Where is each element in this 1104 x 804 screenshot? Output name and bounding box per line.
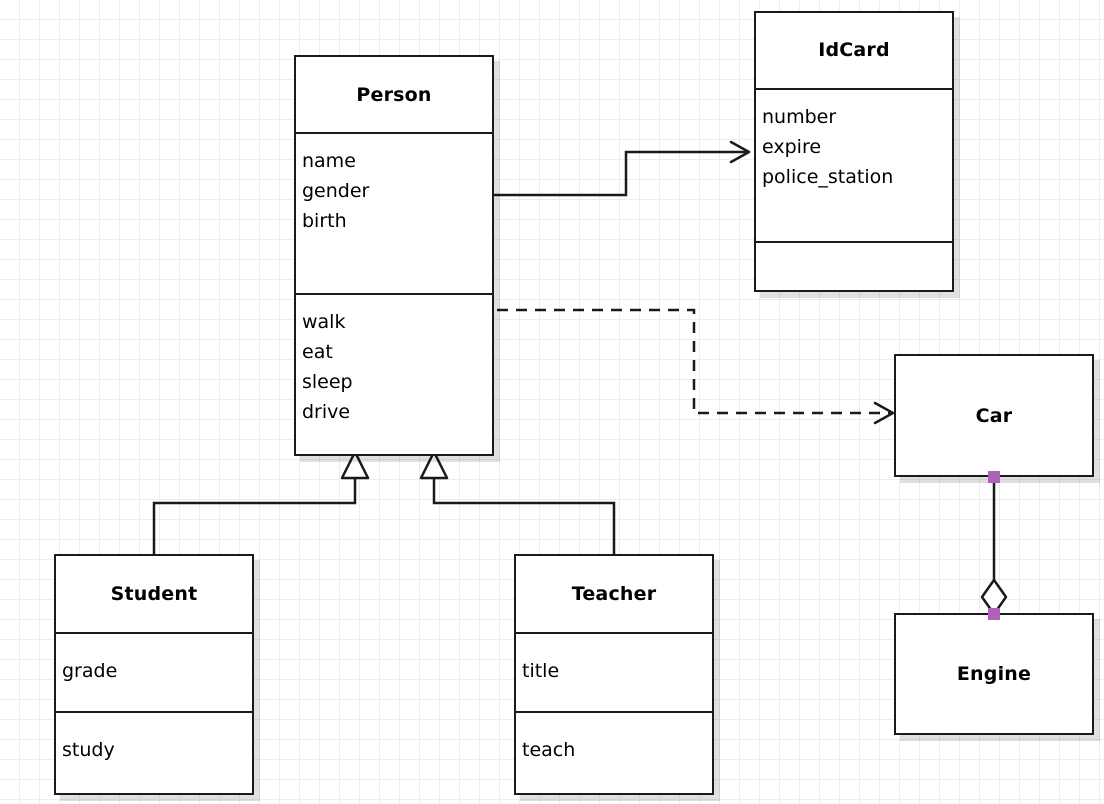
edge-student-person[interactable] bbox=[152, 450, 370, 554]
operations-idcard bbox=[756, 240, 952, 290]
operations-person: walk eat sleep drive bbox=[296, 292, 492, 454]
attribute-item: birth bbox=[302, 210, 347, 233]
attribute-item: number bbox=[762, 105, 837, 128]
operations-teacher: teach bbox=[516, 711, 712, 793]
attributes-teacher: title bbox=[516, 632, 712, 711]
operation-item: eat bbox=[302, 340, 333, 363]
class-box-teacher[interactable]: Teacher title teach bbox=[514, 554, 714, 795]
class-name-idcard: IdCard bbox=[818, 39, 890, 62]
operation-item: sleep bbox=[302, 370, 353, 393]
class-box-idcard[interactable]: IdCard number expire police_station bbox=[754, 11, 954, 292]
attribute-item: police_station bbox=[762, 165, 894, 188]
class-name-engine: Engine bbox=[956, 663, 1032, 685]
edge-car-engine[interactable] bbox=[980, 477, 1008, 616]
attribute-item: expire bbox=[762, 135, 822, 158]
class-name-car: Car bbox=[975, 404, 1013, 427]
class-box-car[interactable]: Car bbox=[894, 354, 1094, 477]
class-box-student[interactable]: Student grade study bbox=[54, 554, 254, 795]
edge-person-idcard[interactable] bbox=[494, 140, 751, 197]
attributes-student: grade bbox=[56, 632, 252, 711]
class-box-engine[interactable]: Engine bbox=[894, 613, 1094, 735]
edge-teacher-person[interactable] bbox=[419, 450, 616, 554]
operation-item: study bbox=[62, 739, 115, 762]
edge-person-car[interactable] bbox=[497, 308, 895, 425]
class-name-teacher: Teacher bbox=[571, 583, 657, 606]
attributes-person: name gender birth bbox=[296, 132, 492, 292]
edge-endpoint-handle-engine[interactable] bbox=[988, 608, 1000, 620]
operation-item: teach bbox=[522, 739, 576, 762]
operation-item: walk bbox=[302, 310, 346, 333]
class-name-person: Person bbox=[356, 83, 432, 106]
attribute-item: title bbox=[522, 660, 560, 683]
class-name-student: Student bbox=[110, 583, 198, 606]
operation-item: drive bbox=[302, 400, 351, 423]
attribute-item: grade bbox=[62, 660, 118, 683]
class-box-person[interactable]: Person name gender birth walk eat sleep … bbox=[294, 55, 494, 456]
attribute-item: gender bbox=[302, 180, 370, 203]
attribute-item: name bbox=[302, 150, 356, 173]
open-arrowhead-icon bbox=[729, 140, 751, 164]
operations-student: study bbox=[56, 711, 252, 793]
edge-endpoint-handle-car[interactable] bbox=[988, 471, 1000, 483]
attributes-idcard: number expire police_station bbox=[756, 87, 952, 241]
open-arrowhead-icon bbox=[873, 401, 895, 425]
